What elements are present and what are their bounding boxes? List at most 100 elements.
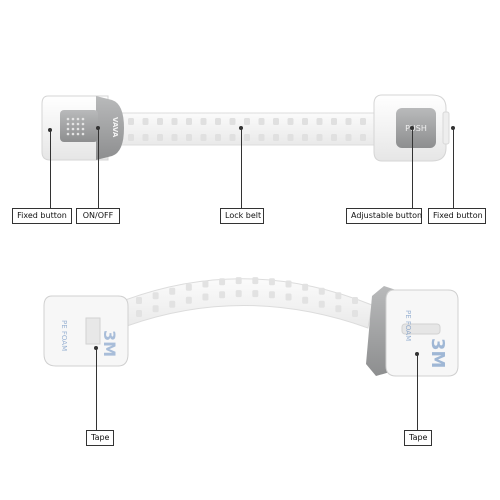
leader-line-adjustable — [412, 128, 413, 208]
strap-hole — [202, 293, 209, 301]
strap-hole — [157, 118, 163, 125]
label-tape-left: Tape — [86, 430, 114, 446]
button-grip-dot — [81, 132, 85, 136]
leader-line-tape-right — [417, 354, 418, 430]
button-grip-dot — [76, 132, 80, 136]
button-grip-dot — [66, 122, 70, 126]
tape-brand-left: 3M — [100, 330, 119, 357]
strap-hole — [244, 134, 250, 141]
leader-line-on-off — [98, 128, 99, 208]
strap-hole — [244, 118, 250, 125]
strap-hole — [202, 280, 209, 288]
adjustable-button[interactable]: PUSH — [396, 108, 436, 148]
strap-hole — [268, 291, 275, 299]
lock-belt-strap — [109, 112, 396, 146]
strap-hole — [152, 292, 159, 300]
strap-hole — [258, 118, 265, 125]
strap-hole — [331, 134, 337, 141]
strap-hole — [287, 118, 294, 125]
strap-hole — [335, 305, 342, 313]
strap-hole — [360, 118, 366, 125]
tape-type-right: PE FOAM — [404, 310, 412, 341]
strap-hole — [169, 300, 176, 308]
leader-line-tape-left — [96, 348, 97, 430]
strap-hole — [302, 296, 309, 304]
button-grip-dot — [66, 117, 70, 121]
strap-hole — [302, 283, 309, 291]
strap-hole — [287, 134, 294, 141]
tape-type-left: PE FOAM — [60, 320, 68, 351]
bottom-lock-device: 3M PE FOAM 3M PE FOAM — [43, 277, 459, 377]
brand-text: VAVA — [111, 117, 119, 138]
strap-hole — [136, 310, 142, 317]
label-tape-right: Tape — [404, 430, 432, 446]
button-grip-dot — [76, 127, 80, 131]
strap-hole — [136, 297, 142, 304]
strap-hole — [219, 278, 226, 286]
button-grip-dot — [81, 122, 85, 126]
strap-hole — [352, 310, 358, 317]
fixed-button-left[interactable] — [60, 110, 98, 142]
strap-hole — [331, 118, 337, 125]
leader-line-fixed-left — [50, 130, 51, 208]
button-grip-dot — [76, 117, 80, 121]
strap-hole — [273, 134, 279, 141]
label-on-off: ON/OFF — [76, 208, 120, 224]
strap-hole — [302, 118, 308, 125]
strap-hole — [152, 305, 159, 313]
strap-hole — [200, 118, 207, 125]
strap-hole — [171, 118, 178, 125]
strap-hole — [142, 134, 149, 141]
label-lock-belt: Lock belt — [220, 208, 264, 224]
strap-hole — [219, 291, 226, 299]
strap-hole — [258, 134, 265, 141]
strap-hole — [186, 134, 192, 141]
button-grip-dot — [66, 127, 70, 131]
strap-hole — [252, 277, 259, 285]
strap-hole — [235, 277, 242, 285]
bottom-strap — [109, 277, 373, 331]
strap-hole — [316, 134, 323, 141]
strap-hole — [318, 300, 325, 308]
strap-hole — [360, 134, 366, 141]
strap-hole — [215, 134, 221, 141]
strap-hole — [169, 287, 176, 295]
leader-line-lock-belt — [241, 128, 242, 208]
button-grip-dot — [81, 117, 85, 121]
left-housing: VAVA — [41, 95, 124, 161]
strap-hole — [142, 118, 149, 125]
leader-line-fixed-right — [453, 128, 454, 208]
strap-hole — [186, 118, 192, 125]
strap-hole — [335, 292, 342, 300]
right-tape-block: 3M PE FOAM — [366, 286, 459, 377]
label-fixed-button-right: Fixed button — [428, 208, 486, 224]
strap-hole — [171, 134, 178, 141]
strap-hole — [345, 118, 352, 125]
strap-hole — [345, 134, 352, 141]
tape-brand-right: 3M — [427, 338, 448, 368]
push-text: PUSH — [405, 124, 427, 133]
strap-hole — [302, 134, 308, 141]
strap-hole — [318, 287, 325, 295]
strap-hole — [268, 278, 275, 286]
strap-hole — [128, 134, 134, 141]
strap-hole — [185, 283, 192, 291]
button-grip-dot — [71, 132, 75, 136]
strap-hole — [229, 118, 236, 125]
button-grip-dot — [66, 132, 70, 136]
button-grip-dot — [71, 122, 75, 126]
top-lock-device: VAVA PUSH — [41, 94, 450, 162]
label-adjustable-button: Adjustable button — [346, 208, 422, 224]
strap-hole — [200, 134, 207, 141]
strap-hole — [316, 118, 323, 125]
strap-hole — [252, 290, 259, 298]
button-grip-dot — [71, 117, 75, 121]
strap-hole — [229, 134, 236, 141]
label-fixed-button-left: Fixed button — [12, 208, 72, 224]
strap-hole — [273, 118, 279, 125]
strap-hole — [235, 290, 242, 298]
strap-hole — [285, 293, 292, 301]
strap-hole — [215, 118, 221, 125]
button-grip-dot — [71, 127, 75, 131]
